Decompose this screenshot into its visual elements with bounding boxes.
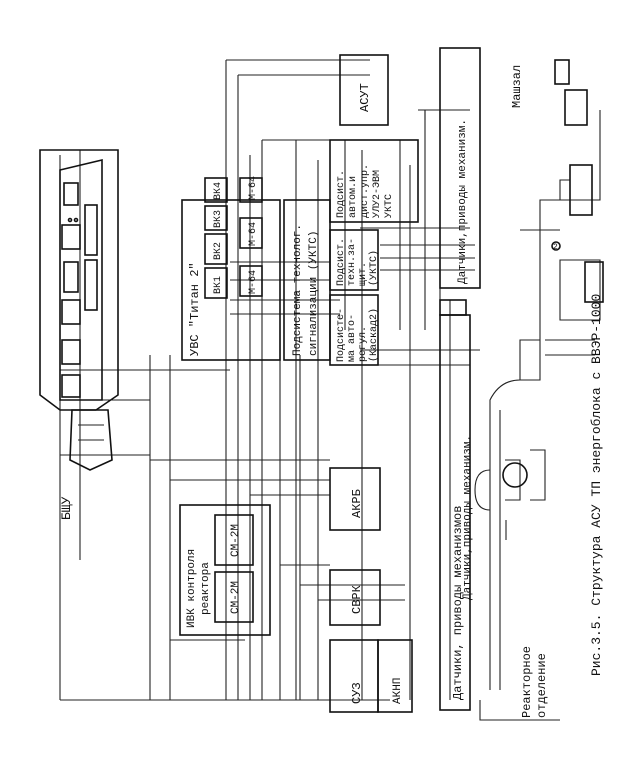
m64-box-3 [239,265,263,297]
uvs-titan-block: УВС "Титан 2" ВК1 ВК2 ВК3 ВК4 М-64 М-64 … [181,176,281,361]
akrb-label: АКРБ [350,489,364,518]
m64-label-1: М-64 [248,176,259,200]
reactor-dept-line-1: Реакторное [520,646,534,718]
svrk-block: СВРК [329,569,381,626]
tech-signal-line-2: сигнализации (УКТС) [308,231,320,356]
screen-icon [61,299,81,325]
plant-drawing: 2 Машзал [474,59,604,721]
sensors-top-label: Датчики,приводы механизм. [457,119,469,284]
suz-aknp-block: СУЗ АКНП [329,639,413,713]
vk2-box [204,233,228,265]
screen-icon [61,339,81,365]
sensors-bottom-block: Датчики, приводы механизмов Датчики,прив… [439,314,474,711]
suz-label: СУЗ [350,682,364,704]
tech-protect-subsystem: Подсист. техн.за- щит. (УКТС) [329,229,380,291]
tech-signal-subsystem: Подсистема технолог. сигнализации (УКТС) [283,199,331,361]
cm2m-left-label: СМ-2М [230,581,242,614]
tech-signal-line-1: Подсистема технолог. [292,224,304,356]
auto-reg-subsystem: Подсисте- ма авто- регул. (Каскад2) [329,294,380,366]
ivk-title-2: реактора [200,562,212,615]
keypad-icon [63,261,79,293]
tech-protect-line-2: техн.за- [347,238,358,286]
tech-protect-line-3: щит. [358,262,369,286]
vk4-box [204,177,228,203]
printer-icon [69,409,113,471]
vk1-label: ВК1 [213,276,224,294]
auto-reg-line-3: регул. [358,326,369,362]
sensors-top-block: Датчики,приводы механизм. [439,47,481,289]
akrb-block: АКРБ [329,467,381,531]
vk2-label: ВК2 [213,242,224,260]
m64-label-3: М-64 [248,270,259,294]
auto-remote-line-2: автом.и [348,176,359,218]
vk3-label: ВК3 [213,210,224,228]
vk1-box [204,267,228,299]
turbine-icon [569,164,593,216]
mashzal-label: Машзал [510,65,524,108]
auto-remote-line-3: дист.упр. [360,164,371,218]
auto-remote-line-4: УЛУ2-ЭВМ [372,170,383,218]
tech-protect-line-4: (УКТС) [368,250,380,286]
sensors-mid-block [439,299,467,316]
auto-reg-line-4: (Каскад2) [368,308,380,362]
ivk-block: ИВК контроля реактора СМ-2М СМ-2М [179,504,271,636]
m64-label-2: М-64 [248,222,259,246]
screen-icon [61,224,81,250]
circle-number: 2 [553,243,558,252]
generator-icon [564,89,588,126]
cm2m-left-box [214,571,254,623]
auto-reg-line-1: Подсисте- [336,308,347,362]
uvs-title: УВС "Титан 2" [188,262,202,356]
ivk-title-1: ИВК контроля [186,549,198,628]
m64-box-2 [239,217,263,249]
auto-remote-line-5: УКТС [384,194,395,218]
reactor-dept-label: Реакторное отделение [520,646,549,718]
cm2m-right-box [214,514,254,566]
sensors-mid-label: Датчики,приводы механизм. [462,435,474,600]
reactor-icon [502,462,528,488]
svrk-label: СВРК [350,585,364,614]
asut-label: АСУТ [358,83,372,112]
cm2m-right-label: СМ-2М [230,524,242,557]
sensors-bottom-label: Датчики, приводы механизмов [451,506,465,700]
bshu-console: БЩУ [39,149,119,520]
screen-icon [61,374,81,398]
bshu-label: БЩУ [59,496,74,520]
m64-box-1 [239,177,263,203]
asut-block: АСУТ [339,54,389,126]
auto-reg-line-2: ма авто- [347,314,358,362]
figure-caption: Рис.3.5. Структура АСУ ТП энергоблока с … [589,294,604,676]
auto-remote-subsystem: Подсист. автом.и дист.упр. УЛУ2-ЭВМ УКТС [329,139,419,223]
vk4-label: ВК4 [213,182,224,200]
tech-protect-line-1: Подсист. [336,238,347,286]
auto-remote-line-1: Подсист. [336,170,347,218]
aknp-label: АКНП [392,678,404,704]
vk3-box [204,205,228,231]
keypad-icon [63,182,79,206]
reactor-dept-line-2: отделение [535,653,549,718]
